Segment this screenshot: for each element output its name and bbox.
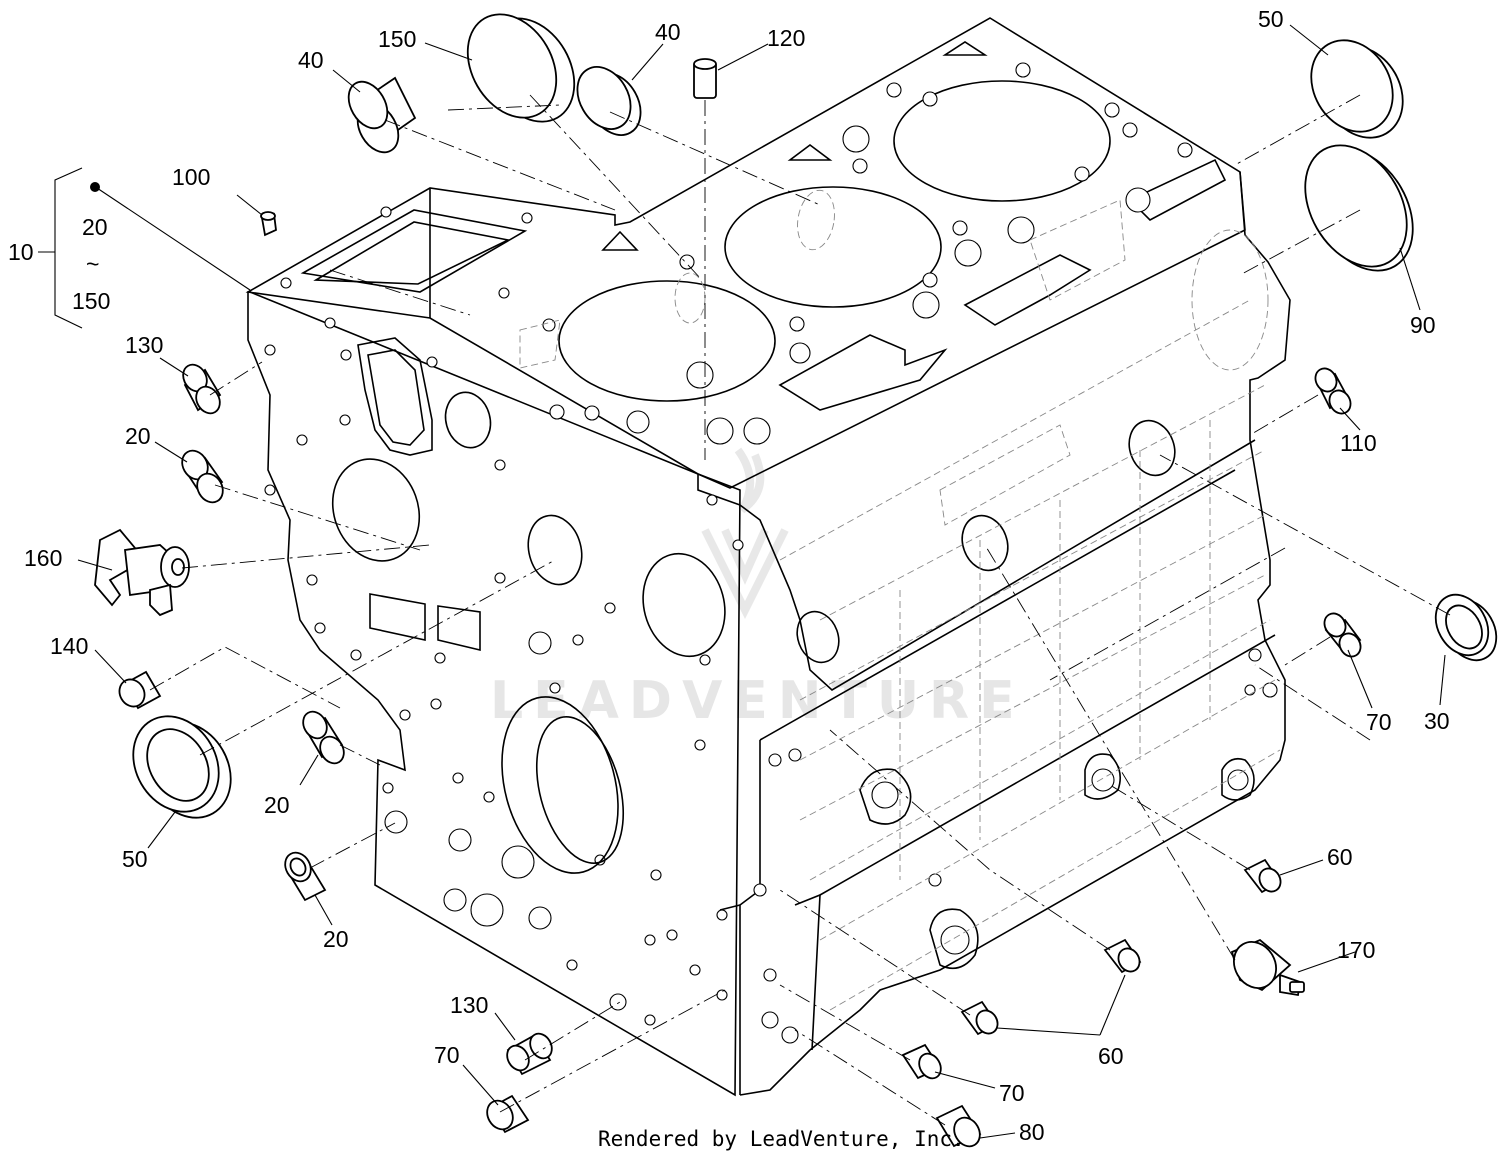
callout-70: 70 — [999, 1080, 1025, 1106]
callout-170: 170 — [1337, 937, 1375, 963]
callout-20: 20 — [125, 423, 151, 449]
callout-50: 50 — [122, 846, 148, 872]
part-50-cap-top — [1310, 39, 1404, 139]
part-160-drain-cock — [94, 528, 190, 617]
assembly-label: 10 — [8, 239, 34, 265]
callout-30: 30 — [1424, 708, 1450, 734]
callout-150: 150 — [378, 26, 416, 52]
part-70-plug-bottom — [486, 1094, 530, 1134]
callout-60: 60 — [1327, 844, 1353, 870]
leadventure-watermark: LEADVENTURE — [490, 447, 1025, 731]
assembly-lines — [149, 94, 1451, 1126]
part-20-plug-middle — [302, 710, 345, 765]
watermark-text: LEADVENTURE — [490, 671, 1025, 731]
callout-100: 100 — [172, 164, 210, 190]
part-140-bushing — [118, 670, 162, 710]
part-80-plug — [935, 1104, 982, 1148]
part-130-bushing-lower — [506, 1032, 553, 1076]
cylinder-block — [245, 17, 1291, 1097]
part-70-plug-right — [1323, 612, 1362, 658]
part-170-oil-pressure-switch — [1230, 938, 1305, 997]
leader-lines — [38, 24, 1446, 1139]
part-150-cap — [466, 13, 576, 123]
callout-120: 120 — [767, 25, 805, 51]
part-60-plug-lower — [960, 1000, 999, 1036]
part-70-plug-lower — [901, 1043, 942, 1080]
part-90-cap — [1304, 144, 1414, 272]
callout-80: 80 — [1019, 1119, 1045, 1145]
callout-40: 40 — [655, 19, 681, 45]
credit-text: Rendered by LeadVenture, Inc. — [598, 1127, 965, 1151]
callout-60: 60 — [1098, 1043, 1124, 1069]
assembly-dot — [90, 182, 100, 192]
assembly-range-from: 20 — [82, 214, 108, 240]
part-20-plug-upper — [181, 449, 224, 504]
assembly-tilde: ~ — [86, 251, 99, 277]
part-50-oil-seal — [132, 715, 232, 819]
callout-160: 160 — [24, 545, 62, 571]
part-40-left-cap — [347, 76, 417, 154]
part-40-right-cap — [576, 66, 642, 136]
callout-110: 110 — [1340, 430, 1377, 456]
part-100-pin — [260, 211, 277, 237]
callout-70: 70 — [1366, 709, 1392, 735]
callout-50: 50 — [1258, 6, 1284, 32]
callout-20: 20 — [264, 792, 290, 818]
part-130-bushing-upper — [182, 363, 222, 415]
assembly-range-to: 150 — [72, 288, 110, 314]
callout-140: 140 — [50, 633, 88, 659]
part-20-plug-lower — [284, 851, 327, 902]
callout-70: 70 — [434, 1042, 460, 1068]
callout-130: 130 — [125, 332, 163, 358]
callout-20: 20 — [323, 926, 349, 952]
callout-40: 40 — [298, 47, 324, 73]
part-120-dowel-pin — [693, 58, 717, 99]
part-110-bushing — [1314, 367, 1352, 415]
callout-90: 90 — [1410, 312, 1436, 338]
part-60-plug-center — [1103, 938, 1142, 974]
callout-130: 130 — [450, 992, 488, 1018]
callouts: 10 20 ~ 150 40 150 40 120 50 100 90 130 … — [8, 6, 1450, 1145]
part-30-oil-seal — [1434, 593, 1498, 662]
part-60-plug-right — [1243, 858, 1282, 894]
